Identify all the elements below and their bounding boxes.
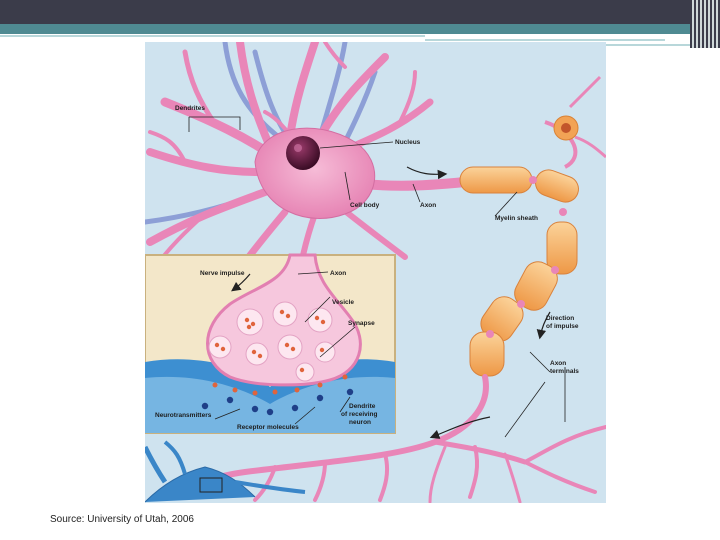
glial-cell [544, 75, 606, 169]
receiving-neuron [145, 440, 306, 503]
header-rule [425, 39, 665, 41]
vesicles [208, 301, 336, 382]
neurotransmitters [212, 374, 348, 396]
magnified-region [199, 477, 223, 493]
label-axon-terminals: Axon terminals [550, 360, 579, 375]
source-caption: Source: University of Utah, 2006 [50, 514, 194, 525]
myelin-sheath [459, 166, 579, 377]
vesicle-contents [214, 309, 326, 373]
cell-body [254, 127, 376, 219]
neuron-diagram: Dendrites Nucleus Cell body Axon Myelin … [145, 42, 606, 503]
leader-lines [188, 116, 566, 438]
label-dendrite-of-receiving-neuron: Dendrite of receiving neuron [341, 403, 379, 426]
label-axon-inset: Axon [330, 270, 346, 277]
synapse-inset [145, 253, 396, 434]
label-nerve-impulse: Nerve impulse [200, 270, 245, 277]
label-cell-body: Cell body [350, 202, 380, 209]
header-bar [0, 0, 720, 24]
label-receptor-molecules: Receptor molecules [237, 424, 299, 431]
impulse-arrows [231, 166, 551, 439]
corner-decoration [690, 0, 720, 48]
receptor-molecules [201, 388, 354, 416]
label-dendrites: Dendrites [175, 105, 205, 112]
label-neurotransmitters: Neurotransmitters [155, 412, 212, 419]
label-axon: Axon [420, 202, 436, 209]
label-direction-of-impulse: Direction of impulse [546, 315, 579, 330]
label-myelin-sheath: Myelin sheath [495, 215, 538, 222]
header-rule [605, 44, 690, 46]
nucleus-highlight [294, 144, 302, 152]
label-vesicle: Vesicle [332, 299, 354, 306]
accent-band [0, 24, 720, 34]
label-nucleus: Nucleus [395, 139, 421, 146]
axon-nodes [486, 176, 567, 338]
nucleus [286, 136, 320, 170]
label-synapse: Synapse [348, 320, 375, 327]
header-rule [0, 35, 425, 37]
